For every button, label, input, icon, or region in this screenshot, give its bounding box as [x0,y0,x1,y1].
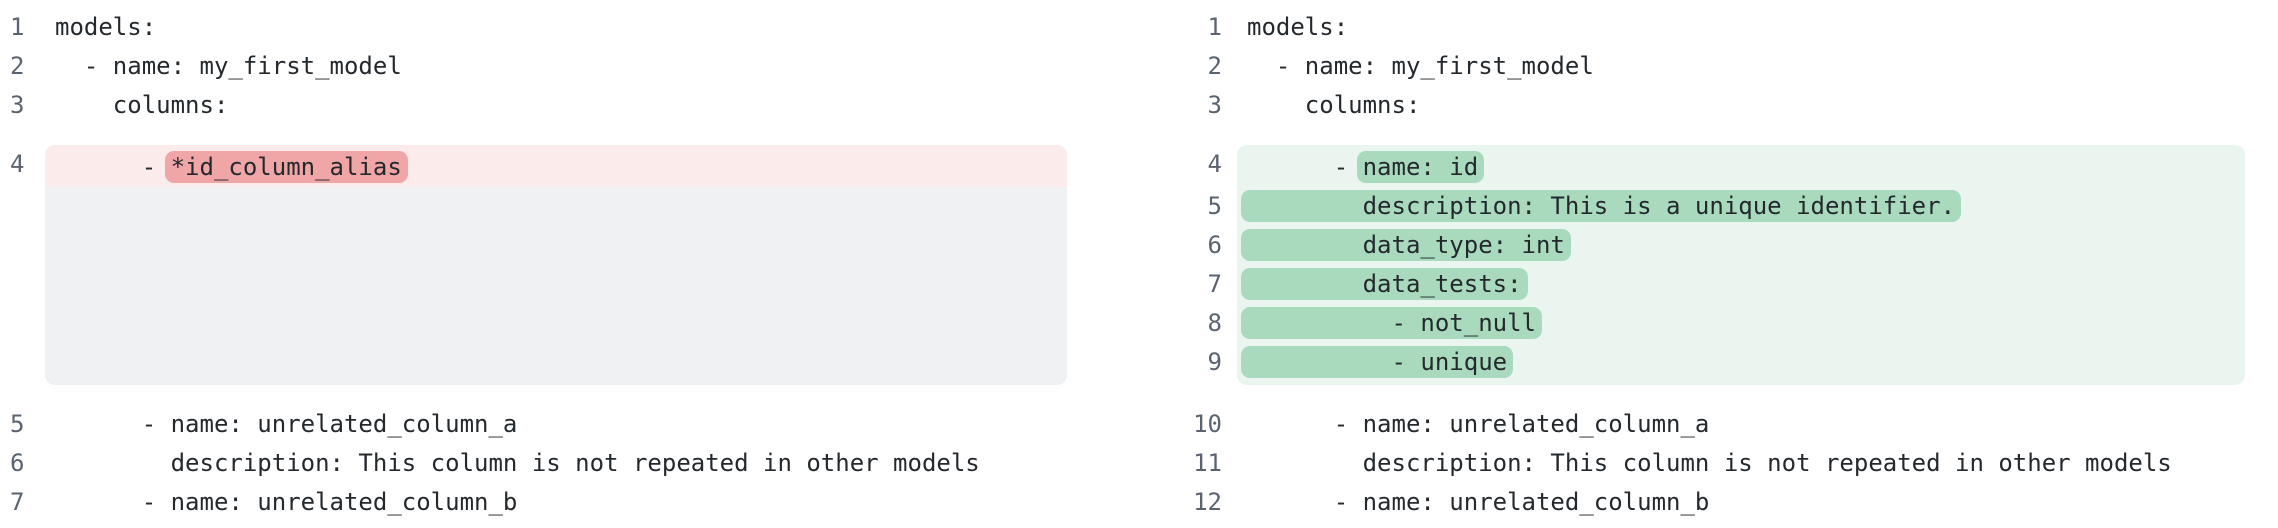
code-content: - name: unrelated_column_b [1237,483,2245,522]
code-content: description: This column is not repeated… [45,444,1067,483]
code-content: - name: my_first_model [1237,47,2245,86]
code-line: 4 - name: id [1180,145,2245,187]
code-text: - name: unrelated_column_a [1247,410,1710,438]
added-token: name: id [1356,151,1485,183]
code-line: 4 - *id_column_alias [0,145,1067,187]
code-line: 2 - name: my_first_model [0,47,1067,86]
code-text: - [55,153,171,181]
removed-token: *id_column_alias [164,151,408,183]
code-content: - not_null [1237,304,2245,343]
code-content: description: This column is not repeated… [1237,444,2245,483]
added-token: description: This is a unique identifier… [1241,190,1962,222]
code-line: 3 columns: [1180,86,2245,125]
code-line: 5 - name: unrelated_column_a [0,405,1067,444]
code-content: - name: id [1237,145,2245,187]
removed-lines-block: 4 - *id_column_alias [0,145,1067,187]
code-text: description: This column is not repeated… [1247,449,2172,477]
code-text: models: [1247,13,1349,41]
code-content: data_type: int [1237,226,2245,265]
added-token: - not_null [1241,307,1542,339]
added-token: data_type: int [1241,229,1571,261]
code-content: - name: unrelated_column_a [45,405,1067,444]
collapsed-filler-block [45,187,1067,385]
code-content: - *id_column_alias [45,145,1067,187]
code-content: models: [1237,8,2245,47]
code-text: columns: [55,91,229,119]
line-number: 11 [1193,449,1222,477]
line-number: 6 [10,449,25,477]
code-line: 11 description: This column is not repea… [1180,444,2245,483]
line-number: 1 [1207,13,1222,41]
code-line: 7 - name: unrelated_column_b [0,483,1067,522]
line-number: 6 [1207,231,1222,259]
line-number: 10 [1193,410,1222,438]
line-number: 2 [10,52,25,80]
line-number: 5 [1207,192,1222,220]
line-number: 5 [10,410,25,438]
line-number: 3 [1207,91,1222,119]
code-text: - name: unrelated_column_b [55,488,518,516]
code-text: - [1247,153,1363,181]
code-text: - name: unrelated_column_a [55,410,518,438]
line-number: 7 [1207,270,1222,298]
code-line: 1 models: [0,8,1067,47]
code-text: description: This column is not repeated… [55,449,980,477]
code-line: 9 - unique [1180,343,2245,385]
line-number: 9 [1207,348,1222,376]
code-content: description: This is a unique identifier… [1237,187,2245,226]
code-line: 6 data_type: int [1180,226,2245,265]
code-line: 6 description: This column is not repeat… [0,444,1067,483]
line-number: 7 [10,488,25,516]
code-line: 1 models: [1180,8,2245,47]
code-text: - name: my_first_model [55,52,402,80]
line-number: 4 [10,150,25,178]
line-number: 3 [10,91,25,119]
code-line: 3 columns: [0,86,1067,125]
line-number: 1 [10,13,25,41]
line-number: 2 [1207,52,1222,80]
code-content: data_tests: [1237,265,2245,304]
line-number: 12 [1193,488,1222,516]
code-content: - unique [1237,343,2245,385]
added-token: data_tests: [1241,268,1528,300]
code-text: models: [55,13,157,41]
line-number: 8 [1207,309,1222,337]
code-line: 12 - name: unrelated_column_b [1180,483,2245,522]
code-content: - name: unrelated_column_a [1237,405,2245,444]
code-text: - name: unrelated_column_b [1247,488,1710,516]
code-text: columns: [1247,91,1421,119]
code-content: columns: [45,86,1067,125]
added-token: - unique [1241,346,1514,378]
line-number: 4 [1207,150,1222,178]
code-line: 10 - name: unrelated_column_a [1180,405,2245,444]
code-content: models: [45,8,1067,47]
code-line: 2 - name: my_first_model [1180,47,2245,86]
code-content: columns: [1237,86,2245,125]
code-content: - name: unrelated_column_b [45,483,1067,522]
code-content: - name: my_first_model [45,47,1067,86]
code-text: - name: my_first_model [1247,52,1594,80]
code-line: 8 - not_null [1180,304,2245,343]
code-line: 5 description: This is a unique identifi… [1180,187,2245,226]
code-line: 7 data_tests: [1180,265,2245,304]
